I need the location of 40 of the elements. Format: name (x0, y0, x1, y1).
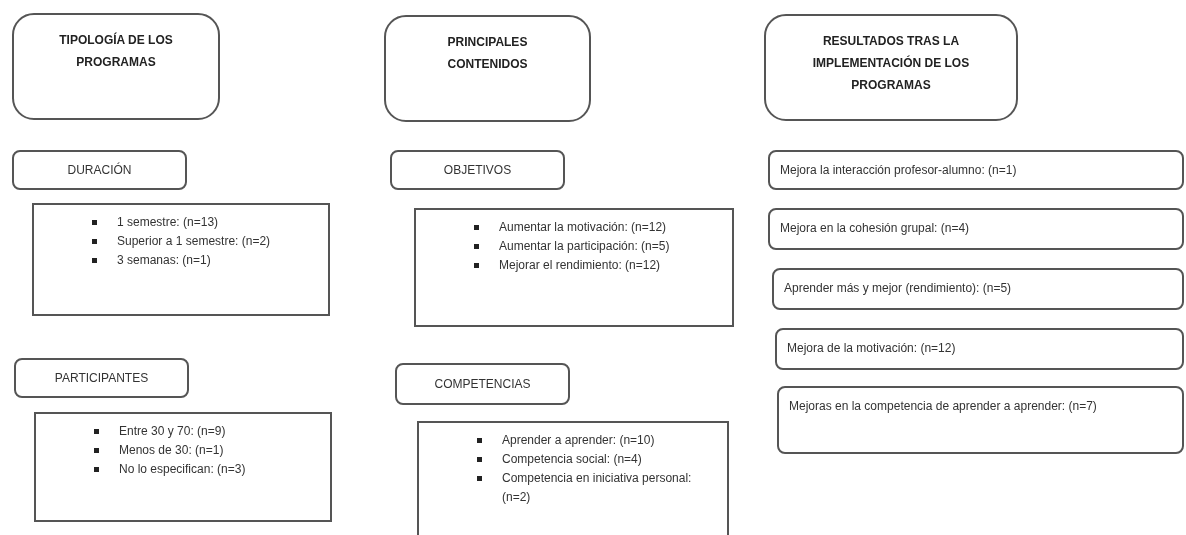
list-item: Aumentar la participación: (n=5) (499, 239, 670, 253)
label-text: Mejora la interacción profesor-alumno: (n=1) (780, 162, 1018, 179)
subcategory-box (12, 150, 187, 190)
list-box (32, 203, 330, 316)
list-item: No lo especifican: (n=3) (119, 462, 246, 476)
result-box (772, 268, 1184, 310)
list-item: Superior a 1 semestre: (n=2) (117, 234, 271, 248)
list-box (34, 412, 332, 522)
list-item: Mejorar el rendimiento: (n=12) (499, 258, 661, 272)
label-text: Aprender más y mejor (rendimiento): (n=5) (784, 280, 1013, 297)
label-text: Mejoras en la competencia de aprender a aprender: (n=7) (789, 398, 1098, 415)
label-text: DURACIÓN (67, 163, 132, 177)
list-item: Competencia en iniciativa personal: (n=2) (502, 471, 692, 504)
list-box (414, 208, 734, 327)
result-box (777, 386, 1184, 454)
list-item: Menos de 30: (n=1) (119, 443, 224, 457)
list-item: Entre 30 y 70: (n=9) (119, 424, 226, 438)
label-text: PARTICIPANTES (54, 371, 149, 385)
label-text: OBJETIVOS (443, 163, 512, 177)
label-text: COMPETENCIAS (434, 377, 531, 391)
label-text: Mejora de la motivación: (n=12) (787, 340, 957, 357)
subcategory-box (395, 363, 570, 405)
list-item: Aprender a aprender: (n=10) (502, 433, 655, 447)
result-box (768, 208, 1184, 250)
result-box (775, 328, 1184, 370)
subcategory-box (390, 150, 565, 190)
label-text: Mejora en la cohesión grupal: (n=4) (780, 220, 971, 237)
list-item: Competencia social: (n=4) (502, 452, 642, 466)
list-box (417, 421, 729, 535)
result-box (768, 150, 1184, 190)
category-header-box (764, 14, 1018, 121)
subcategory-box (14, 358, 189, 398)
heading-text: RESULTADOS TRAS LA IMPLEMENTACIÓN DE LOS PROGRAMAS (811, 33, 971, 94)
heading-text: TIPOLOGÍA DE LOS PROGRAMAS (58, 31, 174, 71)
list-item: 1 semestre: (n=13) (117, 215, 219, 229)
category-header-box (12, 13, 220, 120)
list-item: 3 semanas: (n=1) (117, 253, 211, 267)
category-header-box (384, 15, 591, 122)
heading-text: PRINCIPALES CONTENIDOS (446, 34, 529, 73)
list-item: Aumentar la motivación: (n=12) (499, 220, 667, 234)
